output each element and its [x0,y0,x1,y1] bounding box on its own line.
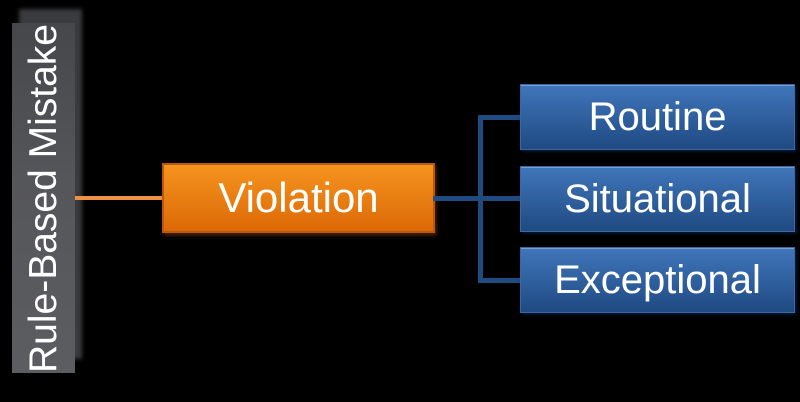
node-situational-label: Situational [564,177,751,221]
root-category-bar: Rule-Based Mistake [12,23,75,373]
node-violation-label: Violation [218,174,379,221]
connector-branch-exceptional [478,278,521,283]
node-exceptional-label: Exceptional [554,258,761,302]
node-routine-label: Routine [588,95,727,139]
connector-root-to-violation [75,196,162,200]
node-violation: Violation [162,163,435,233]
root-category-label: Rule-Based Mistake [22,23,66,373]
node-exceptional: Exceptional [520,247,795,313]
node-routine: Routine [520,84,795,150]
node-situational: Situational [520,166,795,232]
connector-vertical-spine [478,115,483,283]
connector-violation-to-spine [433,196,521,201]
connector-branch-routine [478,115,521,120]
